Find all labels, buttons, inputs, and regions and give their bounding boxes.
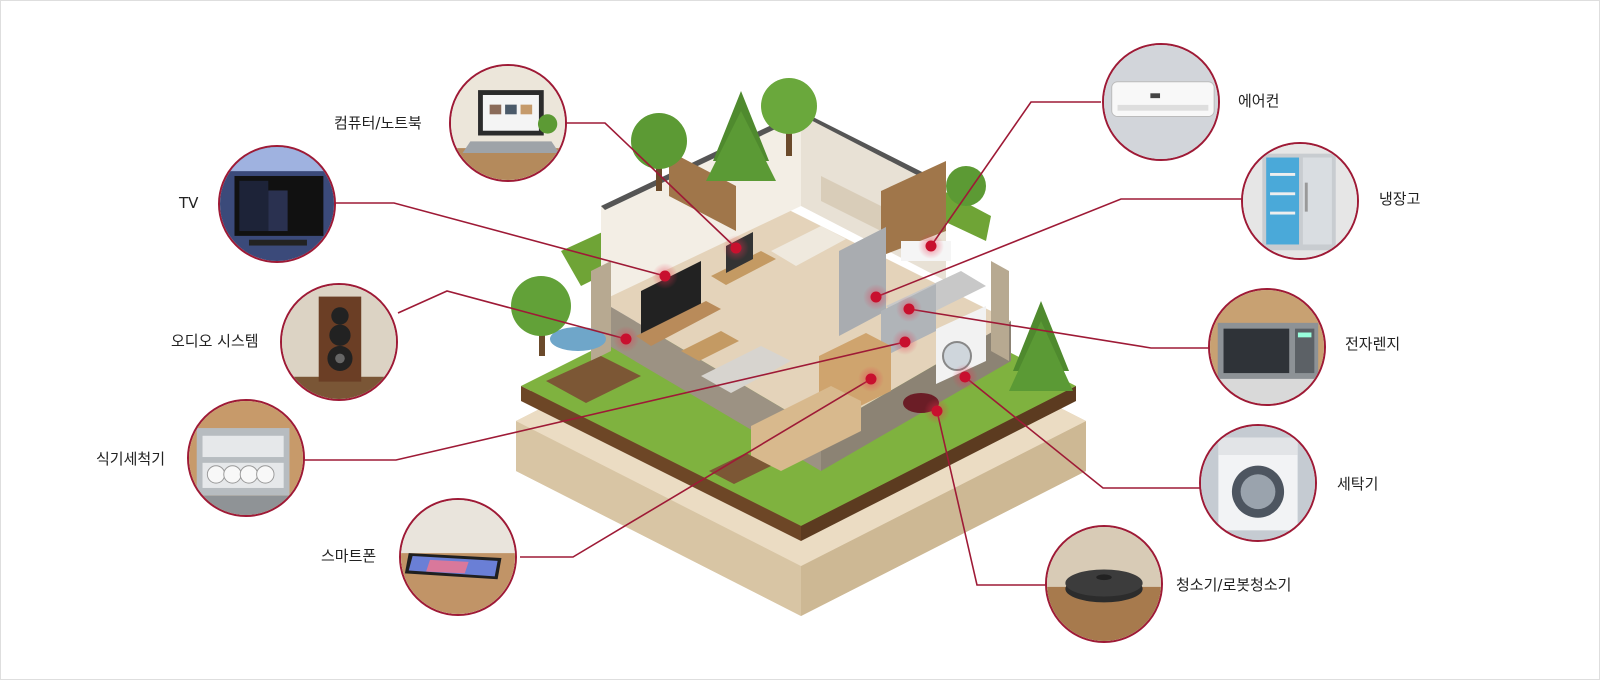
speaker-icon: [282, 285, 396, 399]
robot-vacuum-icon: [1047, 527, 1161, 641]
label-fridge: 냉장고: [1379, 190, 1421, 208]
connector-washer: [964, 376, 1206, 489]
fridge-thumbnail[interactable]: [1241, 142, 1359, 260]
air-conditioner-icon: [1104, 45, 1218, 159]
connector-fridge: [875, 198, 1251, 298]
connector-vacuum: [936, 410, 1046, 586]
smartphone-thumbnail[interactable]: [399, 498, 517, 616]
dishwasher-thumbnail[interactable]: [187, 399, 305, 517]
microwave-thumbnail[interactable]: [1208, 288, 1326, 406]
vacuum-thumbnail[interactable]: [1045, 525, 1163, 643]
laptop-icon: [451, 66, 565, 180]
washing-machine-icon: [1201, 426, 1315, 540]
label-computer: 컴퓨터/노트북: [334, 114, 422, 132]
furniture: [546, 226, 986, 484]
microwave-icon: [1210, 290, 1324, 404]
label-microwave: 전자렌지: [1345, 335, 1401, 353]
computer-thumbnail[interactable]: [449, 64, 567, 182]
connector-dishwasher: [303, 341, 906, 461]
label-dishwasher: 식기세척기: [96, 450, 166, 468]
washer-thumbnail[interactable]: [1199, 424, 1317, 542]
connector-lines: [303, 101, 1251, 586]
label-tv: TV: [179, 194, 199, 212]
label-vacuum: 청소기/로봇청소기: [1176, 576, 1292, 594]
connector-smartphone: [520, 378, 872, 558]
smartphone-icon: [401, 500, 515, 614]
connector-computer: [561, 122, 737, 249]
label-aircon: 에어컨: [1238, 92, 1280, 110]
tv-icon: [220, 147, 334, 261]
label-smartphone: 스마트폰: [321, 547, 377, 565]
tv-thumbnail[interactable]: [218, 145, 336, 263]
connector-microwave: [908, 308, 1214, 349]
connector-audio: [397, 290, 627, 340]
label-washer: 세탁기: [1337, 475, 1379, 493]
hotspots: [613, 233, 978, 424]
label-audio: 오디오 시스템: [171, 332, 259, 350]
dishwasher-icon: [189, 401, 303, 515]
refrigerator-icon: [1243, 144, 1357, 258]
audio-thumbnail[interactable]: [280, 283, 398, 401]
connector-tv: [334, 202, 666, 277]
connector-aircon: [930, 101, 1101, 247]
aircon-thumbnail[interactable]: [1102, 43, 1220, 161]
